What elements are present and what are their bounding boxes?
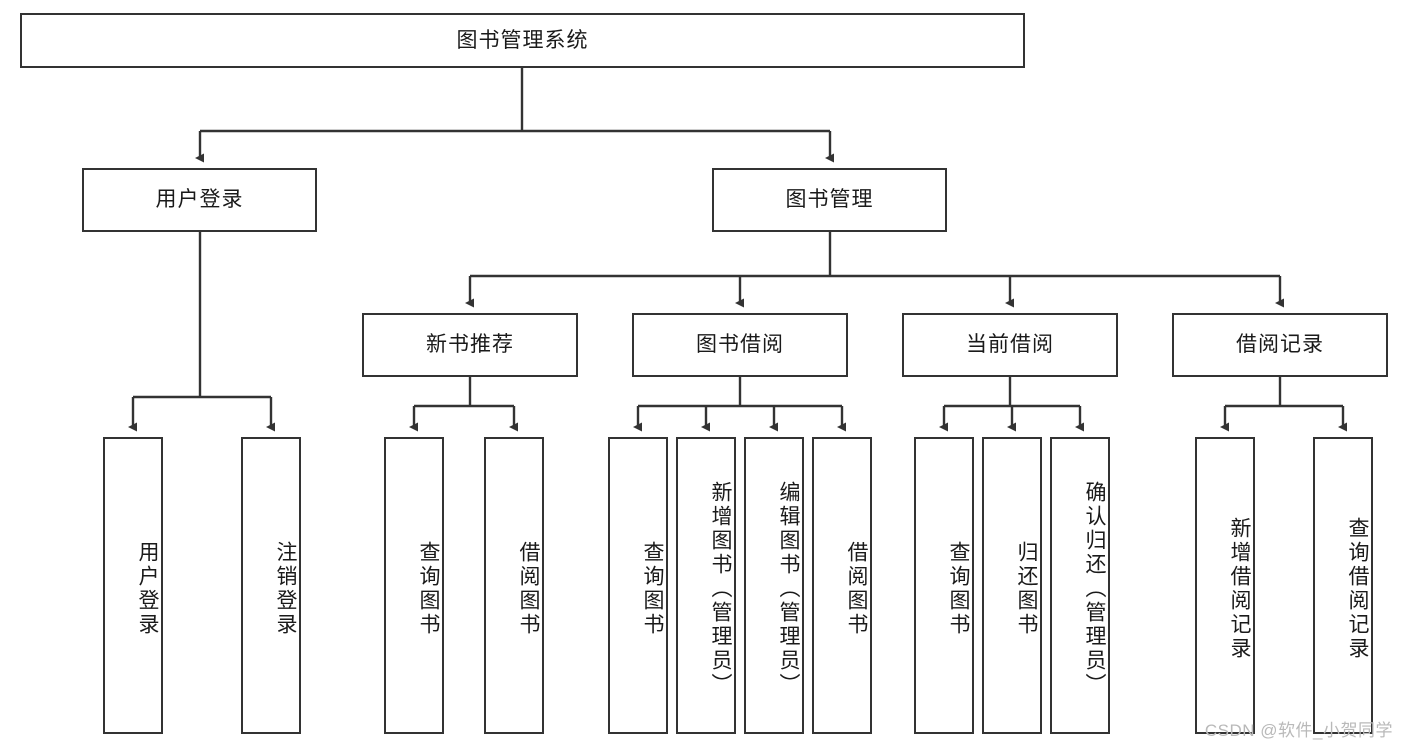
node-book-borrow-label: 图书借阅: [696, 333, 784, 357]
node-book-manage-label: 图书管理: [785, 188, 874, 212]
node-current-borrow-label: 当前借阅: [966, 333, 1054, 357]
leaf-book-borrow-2[interactable]: 新增图书（管理员）: [676, 437, 736, 734]
leaf-borrow-record-1[interactable]: 新增借阅记录: [1195, 437, 1255, 734]
leaf-book-borrow-3[interactable]: 编辑图书（管理员）: [744, 437, 804, 734]
leaf-user-login-2-label: 注销登录: [274, 540, 297, 637]
leaf-current-borrow-2[interactable]: 归还图书: [982, 437, 1042, 734]
node-user-login-label: 用户登录: [155, 188, 244, 212]
node-borrow-record-label: 借阅记录: [1236, 333, 1324, 357]
node-new-book-label: 新书推荐: [426, 333, 514, 357]
node-book-borrow[interactable]: 图书借阅: [632, 313, 848, 377]
leaf-new-book-1-label: 查询图书: [417, 540, 440, 637]
leaf-user-login-1-label: 用户登录: [136, 540, 159, 637]
node-borrow-record[interactable]: 借阅记录: [1172, 313, 1388, 377]
leaf-borrow-record-2[interactable]: 查询借阅记录: [1313, 437, 1373, 734]
leaf-new-book-2[interactable]: 借阅图书: [484, 437, 544, 734]
node-new-book[interactable]: 新书推荐: [362, 313, 578, 377]
leaf-current-borrow-1-label: 查询图书: [947, 540, 970, 637]
leaf-book-borrow-3-label: 编辑图书（管理员）: [777, 480, 800, 697]
node-user-login[interactable]: 用户登录: [82, 168, 317, 232]
leaf-book-borrow-4-label: 借阅图书: [845, 540, 868, 637]
leaf-user-login-1[interactable]: 用户登录: [103, 437, 163, 734]
leaf-user-login-2[interactable]: 注销登录: [241, 437, 301, 734]
leaf-new-book-1[interactable]: 查询图书: [384, 437, 444, 734]
leaf-borrow-record-2-label: 查询借阅记录: [1346, 516, 1369, 661]
leaf-current-borrow-2-label: 归还图书: [1015, 540, 1038, 637]
leaf-new-book-2-label: 借阅图书: [517, 540, 540, 637]
leaf-current-borrow-1[interactable]: 查询图书: [914, 437, 974, 734]
leaf-borrow-record-1-label: 新增借阅记录: [1228, 516, 1251, 661]
leaf-book-borrow-2-label: 新增图书（管理员）: [709, 480, 732, 697]
node-root[interactable]: 图书管理系统: [20, 13, 1025, 68]
leaf-book-borrow-4[interactable]: 借阅图书: [812, 437, 872, 734]
leaf-book-borrow-1-label: 查询图书: [641, 540, 664, 637]
watermark: CSDN @软件_小贺同学: [1204, 721, 1393, 740]
leaf-book-borrow-1[interactable]: 查询图书: [608, 437, 668, 734]
leaf-current-borrow-3[interactable]: 确认归还（管理员）: [1050, 437, 1110, 734]
node-book-manage[interactable]: 图书管理: [712, 168, 947, 232]
node-current-borrow[interactable]: 当前借阅: [902, 313, 1118, 377]
leaf-current-borrow-3-label: 确认归还（管理员）: [1083, 480, 1106, 697]
node-root-label: 图书管理系统: [456, 28, 589, 52]
